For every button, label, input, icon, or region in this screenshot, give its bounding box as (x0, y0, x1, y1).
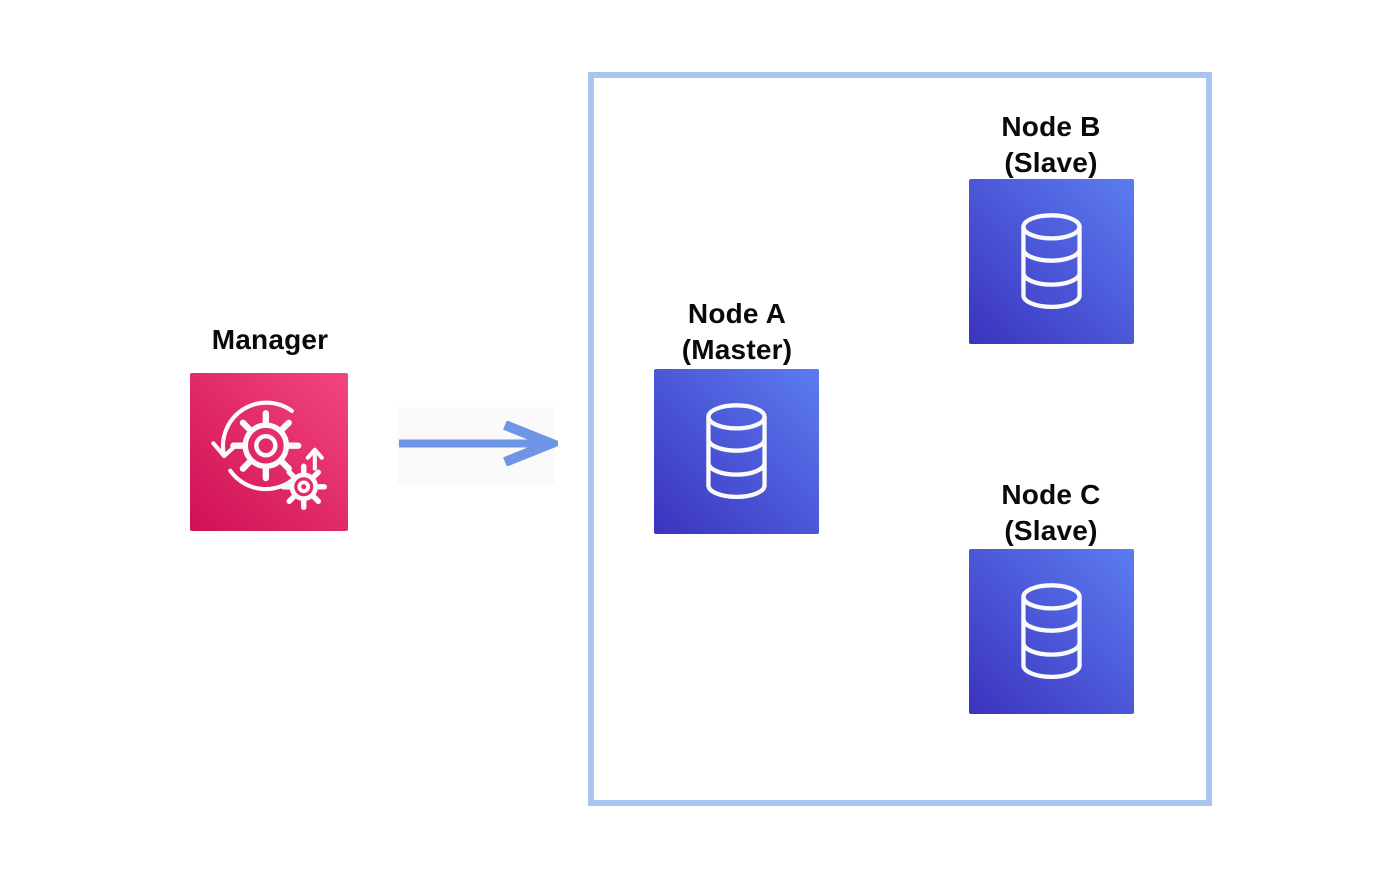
node-a-square (654, 369, 819, 534)
node-b-subtitle: (Slave) (1004, 147, 1098, 178)
node-c-title: Node C (1001, 479, 1101, 510)
right-arrow-icon (396, 421, 558, 466)
cluster-box (588, 72, 1212, 806)
node-a-subtitle: (Master) (681, 334, 793, 365)
node-b-square (969, 179, 1134, 344)
node-a-label: Node A (Master) (617, 296, 857, 368)
database-icon (969, 549, 1134, 714)
node-b-label: Node B (Slave) (931, 109, 1171, 181)
node-a-title: Node A (687, 298, 787, 329)
sync-gears-icon (190, 373, 348, 531)
manager-node (190, 373, 348, 531)
node-c-label: Node C (Slave) (931, 477, 1171, 549)
node-c-subtitle: (Slave) (1004, 515, 1098, 546)
node-c-square (969, 549, 1134, 714)
node-b-title: Node B (1001, 111, 1101, 142)
database-icon (654, 369, 819, 534)
manager-to-cluster-arrow (396, 421, 558, 466)
manager-label: Manager (211, 324, 329, 355)
database-icon (969, 179, 1134, 344)
